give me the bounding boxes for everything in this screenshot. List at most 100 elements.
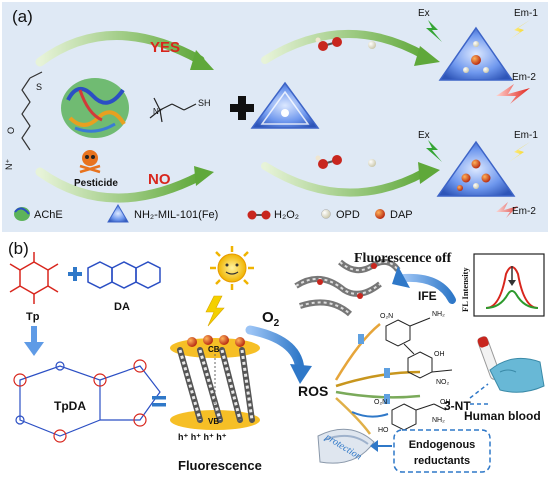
synthesis-arrow-down: [24, 326, 44, 356]
reductants-label: reductants: [414, 455, 470, 467]
svg-text:NO₂: NO₂: [436, 379, 450, 386]
cof-band-structure: [170, 335, 260, 430]
da-label: DA: [114, 301, 130, 313]
legend-mof-icon: [107, 204, 129, 223]
dityrosine-molecule: O₂N NH₂ OH NO₂: [380, 311, 453, 386]
mof-octahedron-top-right: [438, 26, 514, 81]
yes-label: YES: [150, 39, 180, 56]
h2o2-molecule-upper: [315, 37, 342, 51]
ros-label: ROS: [298, 383, 328, 399]
skull-icon: [79, 150, 101, 174]
svg-text:O₂N: O₂N: [380, 313, 393, 320]
mof-octahedron-center: [250, 81, 320, 129]
yes-arrow: [35, 31, 205, 67]
svg-text:NH₂: NH₂: [432, 311, 445, 318]
fluorescence-off-label: Fluorescence off: [354, 251, 452, 266]
upper-reaction-arrow: [261, 30, 429, 64]
reductant-arrow-head: [370, 440, 378, 452]
three-nt-molecule: O₂N HO NH₂ OH: [374, 399, 451, 434]
lower-reaction-arrow-head: [418, 162, 440, 184]
blood-link-dashed: [469, 383, 489, 399]
endogenous-reductants-box: [393, 429, 491, 473]
tp-molecule: [9, 252, 59, 304]
yes-arrow-head: [190, 50, 214, 70]
plus-icon-b: [68, 267, 82, 281]
to-3nt-arrow: [351, 411, 389, 418]
pesticide-label: Pesticide: [74, 178, 118, 189]
o2-label: O2: [262, 309, 280, 329]
tpda-label: TpDA: [54, 399, 86, 413]
svg-text:OH: OH: [440, 399, 451, 406]
svg-text:N⁺: N⁺: [153, 107, 163, 116]
upper-reaction-arrow-head: [414, 46, 440, 66]
em1-top-label: Em-1: [514, 8, 538, 19]
holes-label: h⁺ h⁺ h⁺ h⁺: [178, 432, 227, 442]
svg-text:O: O: [6, 127, 16, 134]
ex-bottom-label: Ex: [418, 130, 430, 141]
tpda-framework: [13, 359, 161, 443]
no-arrow: [35, 167, 205, 203]
svg-text:N⁺: N⁺: [4, 159, 14, 170]
gloved-hand-icon: [489, 357, 545, 393]
plus-icon: [230, 96, 254, 120]
legend-h2o2-icon: [247, 210, 271, 220]
ex-top-label: Ex: [418, 8, 430, 19]
emission1-bolt-top: [506, 20, 530, 42]
cof-framework-off: [294, 258, 401, 317]
h2o2-molecule-lower: [315, 155, 342, 169]
svg-text:NH₂: NH₂: [432, 417, 445, 424]
legend-ache-icon: [14, 207, 30, 221]
ache-enzyme: [61, 78, 129, 138]
em1-bottom-label: Em-1: [514, 130, 538, 141]
svg-text:O₂N: O₂N: [374, 399, 387, 406]
equals-icon: [152, 396, 166, 407]
svg-text:SH: SH: [198, 98, 211, 108]
fluorescence-label: Fluorescence: [178, 458, 262, 473]
svg-text:S: S: [36, 82, 42, 92]
legend-h2o2: H₂O₂: [274, 209, 299, 221]
vb-label: VB: [208, 417, 219, 426]
o2-to-ros-arrow-head: [290, 364, 312, 384]
human-blood-label: Human blood: [464, 409, 541, 423]
ros-fan-arrows: [334, 323, 421, 435]
svg-text:HO: HO: [378, 427, 389, 434]
ife-label: IFE: [418, 289, 437, 303]
legend-opd: OPD: [336, 209, 360, 221]
thiocholine-molecule: N⁺ SH: [149, 97, 211, 123]
em2-top-label: Em-2: [512, 72, 536, 83]
legend-dap-icon: [375, 209, 385, 219]
emission2-bolt-top: [496, 84, 530, 104]
lower-reaction-arrow: [261, 162, 429, 197]
cb-label: CB: [208, 345, 220, 354]
mof-octahedron-bottom-right: [436, 140, 516, 197]
no-label: NO: [148, 171, 171, 188]
legend-mof: NH₂-MIL-101(Fe): [134, 209, 218, 221]
opd-molecule-lower: [368, 159, 376, 167]
em2-bottom-label: Em-2: [512, 206, 536, 217]
da-molecule: [87, 261, 161, 289]
emission1-bolt-bottom: [506, 142, 530, 164]
legend-row: AChE NH₂-MIL-101(Fe) H₂O₂ OPD DAP: [14, 204, 413, 223]
panel-b-label: (b): [8, 239, 29, 258]
acetylcholine-molecule: O S N⁺: [4, 71, 43, 170]
ife-arrow: [400, 273, 456, 304]
protection-shield: [317, 428, 375, 464]
endogenous-label: Endogenous: [409, 439, 476, 451]
ife-arrow-head: [392, 266, 410, 288]
sun-icon: [210, 246, 254, 290]
emission2-bolt-bottom: [496, 202, 518, 218]
lightning-bolt-icon: [205, 295, 225, 327]
no-arrow-head: [194, 166, 214, 186]
tp-label: Tp: [26, 311, 40, 323]
legend-ache: AChE: [34, 209, 63, 221]
legend-opd-icon: [321, 209, 331, 219]
opd-molecule-upper: [368, 41, 376, 49]
three-nt-label: 3-NT: [444, 399, 471, 413]
panel-a-label: (a): [12, 7, 33, 26]
fl-intensity-inset: [473, 253, 545, 317]
legend-dap: DAP: [390, 209, 413, 221]
fl-intensity-label: FL Intensity: [460, 267, 470, 312]
svg-text:OH: OH: [434, 351, 445, 358]
